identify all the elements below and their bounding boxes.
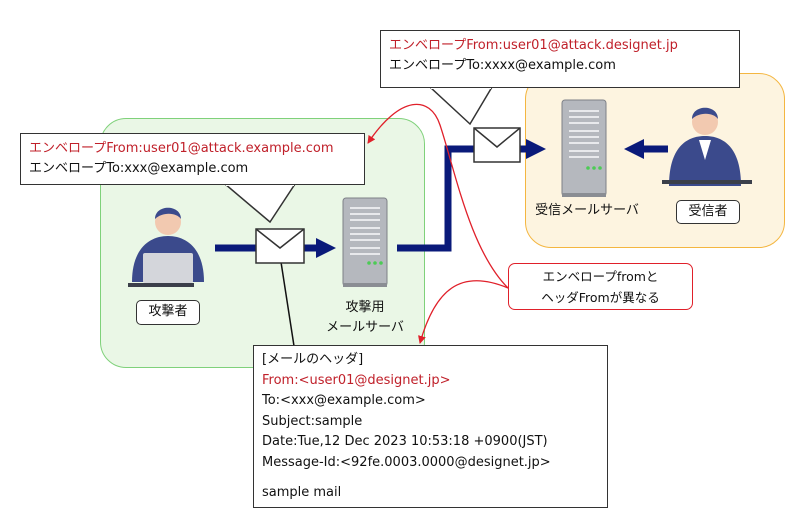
server-icon [561,99,607,197]
header-title: [メールのヘッダ] [262,352,364,367]
mail-body: sample mail [262,485,342,500]
envelope-icon [255,228,305,264]
header-from: From:<user01@designet.jp> [262,372,451,388]
header-message-id: Message-Id:<92fe.0003.0000@designet.jp> [262,454,551,470]
envelope-to-text: エンベロープTo:xxxx@example.com [389,58,616,73]
arrowhead-to-attack-server [316,238,336,258]
person-receiver-icon [669,107,741,186]
laptop-icon [662,180,752,184]
envelope-to-text: エンベロープTo:xxx@example.com [29,161,249,176]
envelope-from-text: エンベロープFrom:user01@attack.example.com [29,141,334,156]
envelope-callout-top: エンベロープFrom:user01@attack.designet.jp エンベ… [380,30,740,88]
arrowhead-to-receiver [624,139,644,159]
red-connector-top [367,103,509,289]
server-icon [342,197,388,287]
header-connector [280,261,295,347]
receive-server-label: 受信メールサーバ [535,203,639,218]
attack-server-label: 攻撃用 メールサーバ [326,300,404,335]
envelope-from-text: エンベロープFrom:user01@attack.designet.jp [389,38,678,53]
arrowhead-to-receive-server [526,139,546,159]
laptop-icon [128,253,194,287]
red-connector-header [418,280,509,344]
mismatch-note: エンベロープfromと ヘッダFromが異なる [508,263,693,310]
mail-header-box: [メールのヘッダ] From:<user01@designet.jp> To:<… [253,345,608,508]
header-date: Date:Tue,12 Dec 2023 10:53:18 +0900(JST) [262,434,548,449]
callout-left-tail [222,183,297,224]
header-subject: Subject:sample [262,413,363,429]
header-to: To:<xxx@example.com> [262,393,426,408]
envelope-callout-left: エンベロープFrom:user01@attack.example.com エンベ… [20,133,365,185]
receiver-label: 受信者 [676,200,740,224]
callout-top-tail [428,86,494,126]
envelope-icon [473,127,521,163]
attacker-label: 攻撃者 [136,300,200,325]
